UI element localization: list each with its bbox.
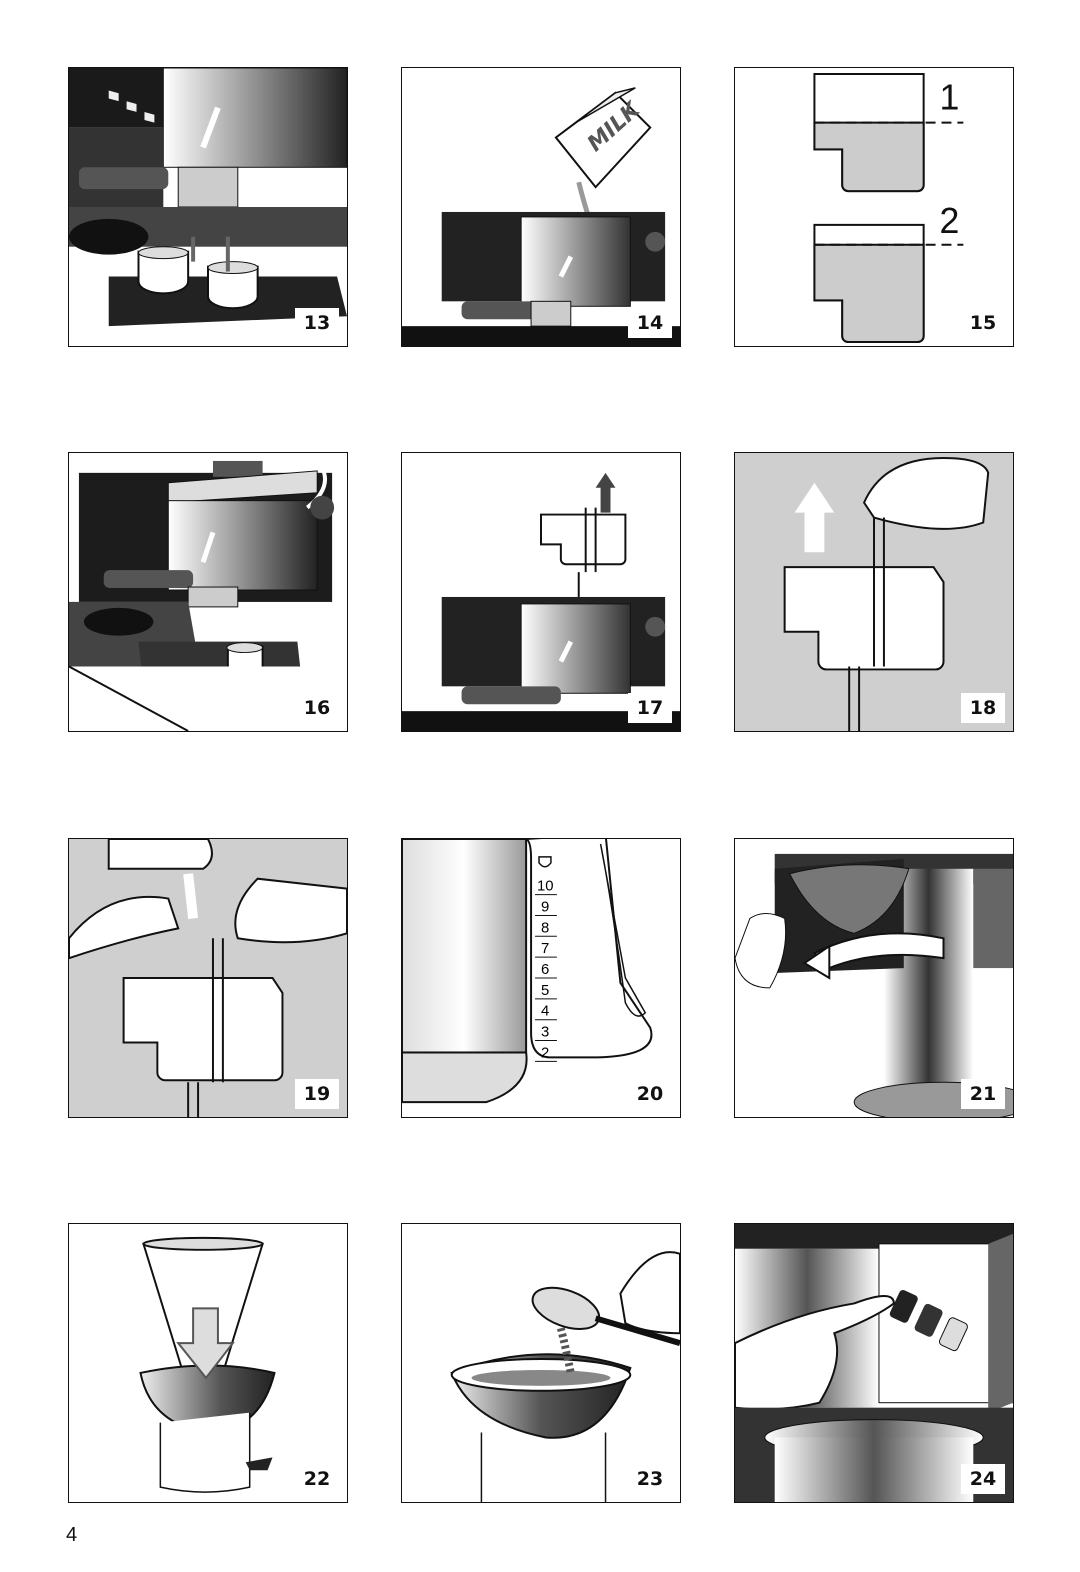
press-coffee-button-illustration (735, 1224, 1013, 1502)
espresso-machine-cups-illustration (69, 68, 347, 346)
scale-mark: 4 (541, 1004, 549, 1020)
lift-milk-container-illustration (402, 472, 680, 731)
level-label-2: 2 (940, 201, 960, 241)
figure-number: 19 (295, 1079, 339, 1109)
figure-23: 23 (401, 1223, 681, 1503)
figure-13: 13 (68, 67, 348, 347)
figure-14: MILK 14 (401, 67, 681, 347)
scale-mark: 8 (541, 920, 549, 936)
scale-mark: 10 (537, 879, 554, 895)
figure-15: 1 2 15 (734, 67, 1014, 347)
scale-mark: 3 (541, 1025, 549, 1041)
figure-number: 20 (628, 1079, 672, 1109)
insert-paper-filter-illustration (139, 1236, 276, 1493)
add-ground-coffee-illustration (450, 1251, 680, 1502)
figure-number: 17 (628, 693, 672, 723)
milk-pouring-illustration: MILK (402, 87, 680, 346)
page-number: 4 (66, 1524, 78, 1546)
machine-steam-knob-illustration (69, 460, 347, 731)
figure-20: 10 9 8 7 6 5 4 3 2 20 (401, 838, 681, 1118)
level-label-1: 1 (940, 78, 960, 118)
carafe-cup-scale: 10 9 8 7 6 5 4 3 2 (535, 879, 557, 1062)
scale-mark: 5 (541, 983, 549, 999)
scale-mark: 7 (541, 941, 549, 957)
scale-mark: 6 (541, 962, 549, 978)
scale-mark: 9 (541, 899, 549, 915)
carafe-scale-illustration: 10 9 8 7 6 5 4 3 2 (402, 839, 653, 1104)
scale-mark: 2 (541, 1045, 549, 1061)
figure-number: 24 (961, 1464, 1005, 1494)
figure-number: 14 (628, 308, 672, 338)
rinse-milk-tube-illustration (69, 839, 347, 1117)
figure-21: 21 (734, 838, 1014, 1118)
figure-number: 22 (295, 1464, 339, 1494)
figure-16: 16 (68, 452, 348, 732)
figure-number: 23 (628, 1464, 672, 1494)
figure-number: 21 (961, 1079, 1005, 1109)
open-filter-holder-illustration (735, 853, 1013, 1117)
figure-18: 18 (734, 452, 1014, 732)
figure-number: 18 (961, 693, 1005, 723)
figure-number: 13 (295, 308, 339, 338)
milk-level-diagram: 1 2 (813, 72, 964, 344)
figure-24: 24 (734, 1223, 1014, 1503)
remove-milk-tube-illustration (783, 456, 990, 731)
figure-19: 19 (68, 838, 348, 1118)
figure-17: 17 (401, 452, 681, 732)
figure-number: 15 (961, 308, 1005, 338)
figure-number: 16 (295, 693, 339, 723)
figure-22: 22 (68, 1223, 348, 1503)
